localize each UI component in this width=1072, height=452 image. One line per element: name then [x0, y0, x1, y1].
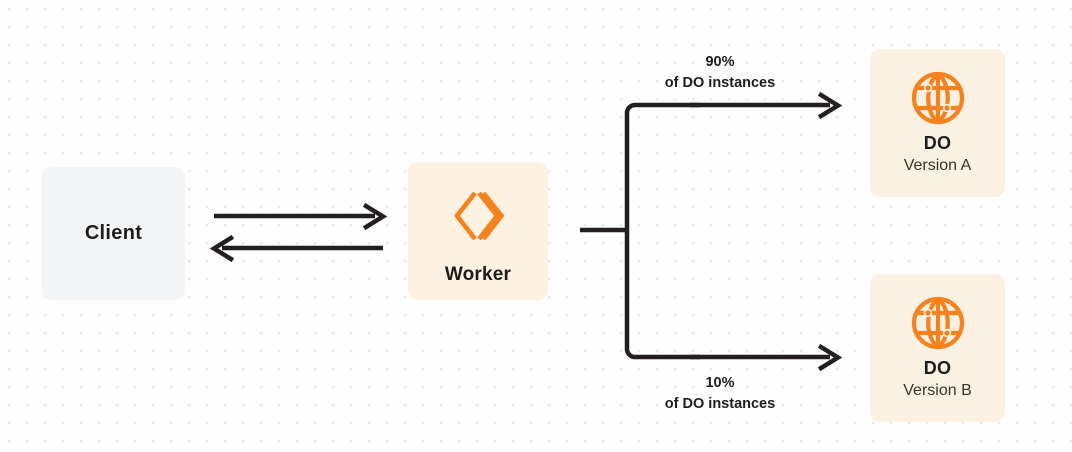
node-client-label: Client	[84, 222, 143, 244]
globe-icon	[909, 294, 967, 352]
node-do-a-title: DO	[923, 133, 952, 153]
arrow-right-icon	[362, 202, 388, 231]
edge-label-do-b-description: of DO instances	[664, 395, 776, 412]
edge-worker-to-do-a	[690, 91, 843, 120]
edge-label-do-a-description: of DO instances	[664, 74, 776, 91]
node-do-b-title: DO	[923, 358, 952, 378]
node-do-version-a[interactable]: DO Version A	[870, 49, 1005, 197]
node-do-b-subtitle: Version B	[903, 382, 972, 399]
arrow-right-icon	[817, 91, 843, 120]
node-worker[interactable]: Worker	[408, 162, 548, 300]
edge-label-do-b: 10% of DO instances	[632, 373, 808, 414]
globe-icon	[909, 69, 967, 127]
edge-worker-to-do-b	[690, 343, 843, 372]
edge-label-do-a: 90% of DO instances	[632, 52, 808, 93]
cloudflare-workers-icon	[446, 184, 510, 248]
node-client[interactable]: Client	[42, 167, 185, 300]
edge-worker-to-client	[209, 234, 383, 263]
arrow-right-icon	[817, 343, 843, 372]
edge-label-do-a-percent: 90%	[705, 54, 735, 70]
node-do-version-b[interactable]: DO Version B	[870, 274, 1005, 422]
node-worker-label: Worker	[444, 264, 512, 285]
edge-label-do-b-percent: 10%	[705, 375, 735, 391]
arrow-left-icon	[209, 234, 235, 263]
edge-client-to-worker	[214, 202, 388, 231]
edge-fork-trunk	[580, 102, 700, 360]
node-do-a-subtitle: Version A	[903, 157, 972, 174]
